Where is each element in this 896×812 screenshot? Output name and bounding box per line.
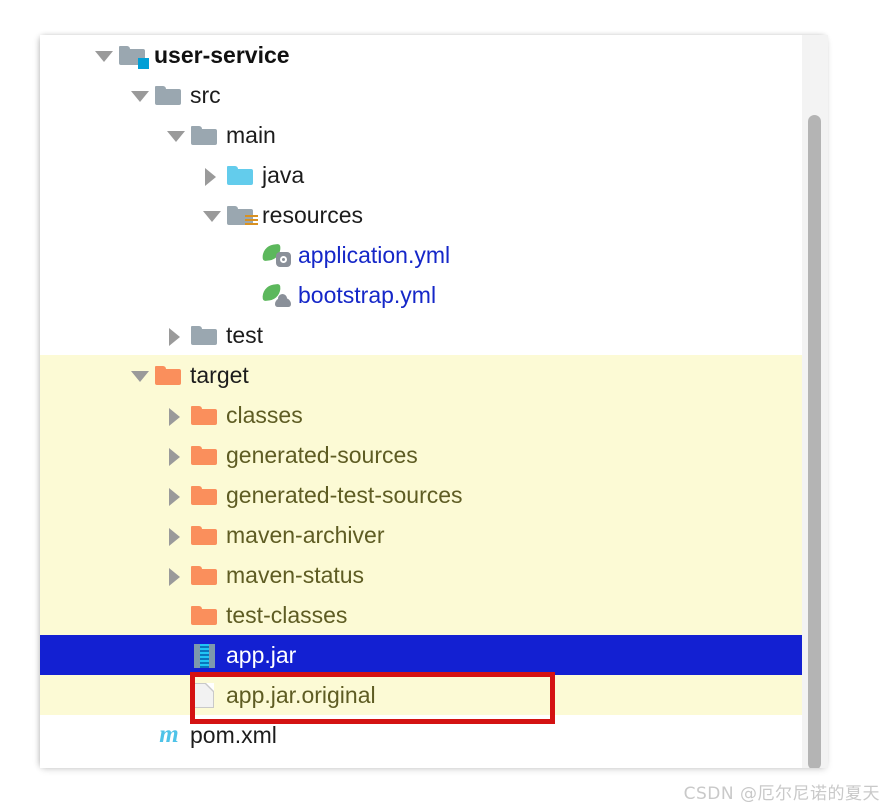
- tree-row-generated-test-sources[interactable]: generated-test-sources: [40, 475, 828, 515]
- tree-row-test-classes[interactable]: test-classes: [40, 595, 828, 635]
- module-badge-icon: [138, 58, 149, 69]
- tree-row-label: pom.xml: [190, 722, 277, 748]
- folder-excluded-icon: [188, 400, 222, 430]
- folder-gray-icon: [188, 320, 222, 350]
- tree-row-label: app.jar: [226, 642, 297, 668]
- maven-pom-icon: m: [159, 721, 179, 748]
- chevron-down-icon[interactable]: [162, 115, 188, 155]
- spring-config-leaf-icon: [260, 240, 294, 270]
- folder-excluded-icon: [188, 520, 222, 550]
- csdn-watermark: CSDN @厄尔尼诺的夏天: [683, 784, 880, 804]
- tree-row-label: main: [226, 122, 276, 148]
- tree-row-src[interactable]: src: [40, 75, 828, 115]
- folder-resources-icon: [224, 200, 258, 230]
- tree-row-classes[interactable]: classes: [40, 395, 828, 435]
- tree-row-label: java: [262, 162, 305, 188]
- tree-row-generated-sources[interactable]: generated-sources: [40, 435, 828, 475]
- twisty-placeholder: [162, 675, 188, 715]
- tree-row-label: maven-archiver: [226, 522, 385, 548]
- chevron-down-icon[interactable]: [198, 195, 224, 235]
- tree-row-label: maven-status: [226, 562, 365, 588]
- twisty-placeholder: [126, 715, 152, 755]
- chevron-right-icon[interactable]: [162, 515, 188, 555]
- tree-row-label: generated-sources: [226, 442, 418, 468]
- tree-row-maven-status[interactable]: maven-status: [40, 555, 828, 595]
- tree-row-app-jar-original[interactable]: app.jar.original: [40, 675, 828, 715]
- chevron-right-icon[interactable]: [162, 315, 188, 355]
- chevron-right-icon[interactable]: [162, 395, 188, 435]
- chevron-right-icon[interactable]: [198, 155, 224, 195]
- chevron-down-icon[interactable]: [90, 35, 116, 75]
- folder-sources-icon: [224, 160, 258, 190]
- vertical-scrollbar-thumb[interactable]: [808, 115, 821, 768]
- tree-row-label: bootstrap.yml: [298, 282, 437, 308]
- chevron-down-icon[interactable]: [126, 75, 152, 115]
- jar-archive-icon: [188, 640, 222, 670]
- folder-excluded-icon: [188, 560, 222, 590]
- tree-row-target[interactable]: target: [40, 355, 828, 395]
- chevron-down-icon[interactable]: [126, 355, 152, 395]
- vertical-scrollbar-track[interactable]: [802, 35, 828, 768]
- generic-file-icon: [188, 680, 222, 710]
- tree-row-label: application.yml: [298, 242, 451, 268]
- chevron-right-icon[interactable]: [162, 435, 188, 475]
- twisty-placeholder: [234, 275, 260, 315]
- tree-row-label: test: [226, 322, 264, 348]
- tree-row-label: src: [190, 82, 221, 108]
- twisty-placeholder: [162, 595, 188, 635]
- tree-row-label: generated-test-sources: [226, 482, 463, 508]
- tree-row-label: target: [190, 362, 249, 388]
- chevron-right-icon[interactable]: [162, 555, 188, 595]
- tree-row-application-yml[interactable]: application.yml: [40, 235, 828, 275]
- tree-row-label: classes: [226, 402, 303, 428]
- chevron-right-icon[interactable]: [162, 475, 188, 515]
- folder-excluded-icon: [152, 360, 186, 390]
- tree-row-app-jar[interactable]: app.jar: [40, 635, 828, 675]
- tree-row-label: user-service: [154, 42, 290, 68]
- tree-row-pom-xml[interactable]: m pom.xml: [40, 715, 828, 755]
- tree-row-java[interactable]: java: [40, 155, 828, 195]
- folder-excluded-icon: [188, 480, 222, 510]
- tree-row-label: resources: [262, 202, 363, 228]
- tree-row-maven-archiver[interactable]: maven-archiver: [40, 515, 828, 555]
- tree-row-bootstrap-yml[interactable]: bootstrap.yml: [40, 275, 828, 315]
- folder-excluded-icon: [188, 440, 222, 470]
- folder-gray-icon: [188, 120, 222, 150]
- tree-row-label: test-classes: [226, 602, 348, 628]
- tree-row-resources[interactable]: resources: [40, 195, 828, 235]
- folder-module-icon: [116, 40, 150, 70]
- tree-row-test[interactable]: test: [40, 315, 828, 355]
- spring-cloud-leaf-icon: [260, 280, 294, 310]
- folder-excluded-icon: [188, 600, 222, 630]
- resources-badge-icon: [245, 215, 258, 229]
- twisty-placeholder: [234, 235, 260, 275]
- tree-row-user-service[interactable]: user-service: [40, 35, 828, 75]
- twisty-placeholder: [162, 635, 188, 675]
- tree-row-main[interactable]: main: [40, 115, 828, 155]
- tree-row-label: app.jar.original: [226, 682, 376, 708]
- folder-gray-icon: [152, 80, 186, 110]
